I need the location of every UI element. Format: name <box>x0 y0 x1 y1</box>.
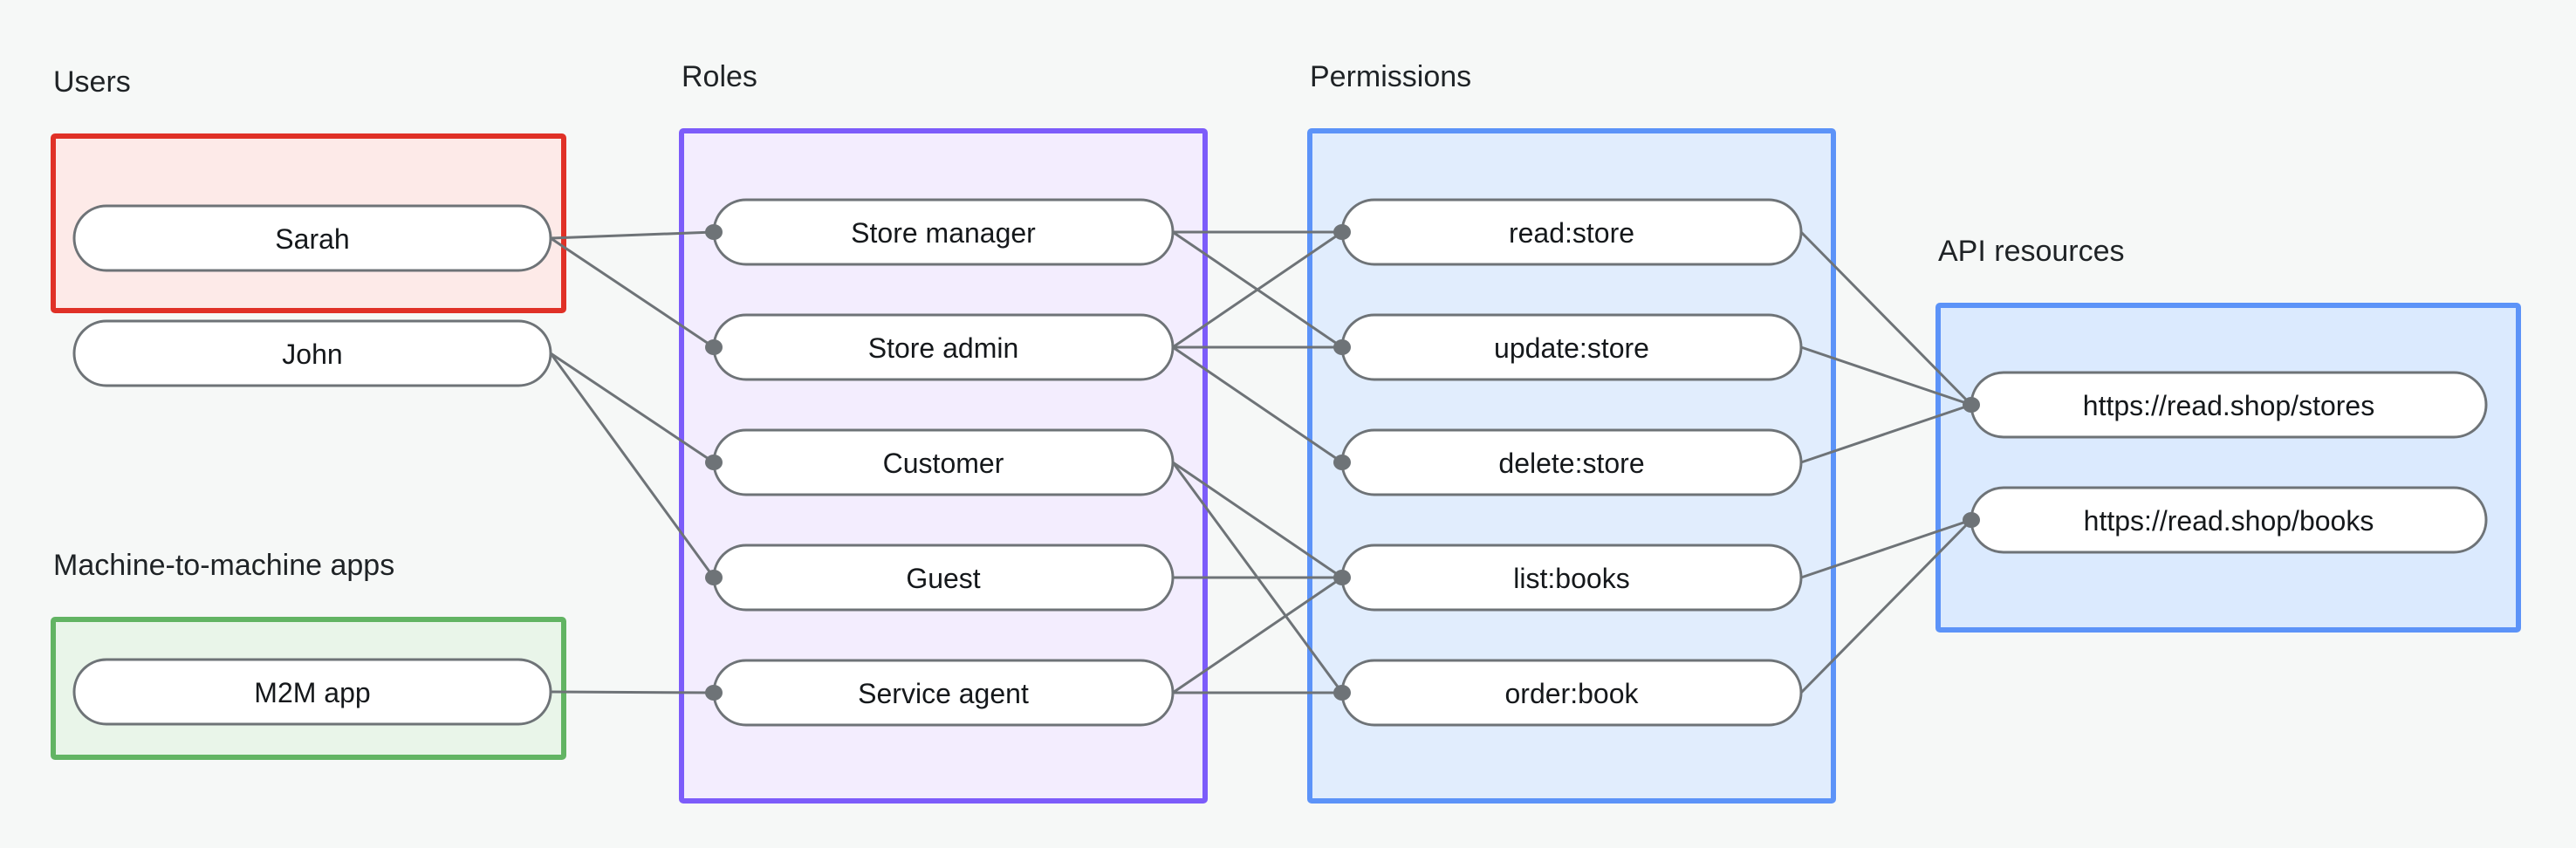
edge-storeadmin-to-readstore <box>1172 230 1343 349</box>
node-label-updatestore: update:store <box>1494 332 1649 364</box>
group-title-api: API resources <box>1938 235 2125 268</box>
node-label-john: John <box>282 339 342 370</box>
group-box-api <box>1935 303 2521 633</box>
node-label-sarah: Sarah <box>275 223 349 255</box>
node-label-apistores: https://read.shop/stores <box>2083 390 2374 421</box>
node-label-orderbook: order:book <box>1505 678 1640 709</box>
node-label-storemgr: Store manager <box>851 217 1036 249</box>
group-title-roles: Roles <box>682 60 757 93</box>
edge-endpoint-guest <box>705 570 723 585</box>
edge-sarah-to-storemgr <box>550 230 715 240</box>
node-label-listbooks: list:books <box>1513 563 1629 594</box>
edge-sarah-to-storeadmin <box>550 236 715 349</box>
edge-deletestore-to-apistores <box>1800 403 1972 464</box>
group-title-users: Users <box>53 65 131 99</box>
node-label-readstore: read:store <box>1509 217 1634 249</box>
node-m2mapp[interactable] <box>72 658 552 726</box>
edge-endpoint-customer <box>705 455 723 470</box>
edge-endpoint-listbooks <box>1333 570 1351 585</box>
node-label-serviceagt: Service agent <box>858 678 1029 709</box>
node-john[interactable] <box>72 319 552 387</box>
node-label-guest: Guest <box>906 563 980 594</box>
group-title-permissions: Permissions <box>1310 60 1471 93</box>
edge-endpoint-apibooks <box>1963 512 1980 528</box>
edge-endpoint-serviceagt <box>705 685 723 701</box>
node-label-customer: Customer <box>883 448 1004 479</box>
edge-updatestore-to-apistores <box>1800 345 1972 407</box>
node-label-deletestore: delete:store <box>1498 448 1644 479</box>
edge-endpoints-layer <box>705 224 1980 701</box>
group-title-m2m: Machine-to-machine apps <box>53 549 394 582</box>
edge-john-to-customer <box>550 352 715 464</box>
edge-orderbook-to-apibooks <box>1799 518 1973 694</box>
edge-endpoint-deletestore <box>1333 455 1351 470</box>
edge-customer-to-listbooks <box>1172 461 1343 579</box>
edge-endpoint-storeadmin <box>705 339 723 355</box>
edge-serviceagt-to-listbooks <box>1172 576 1343 694</box>
edge-endpoint-orderbook <box>1333 685 1351 701</box>
edges-layer <box>549 230 1973 694</box>
edge-endpoint-readstore <box>1333 224 1351 240</box>
edge-endpoint-apistores <box>1963 397 1980 413</box>
edge-storeadmin-to-deletestore <box>1172 345 1343 464</box>
edge-endpoint-updatestore <box>1333 339 1351 355</box>
node-label-m2mapp: M2M app <box>254 677 370 708</box>
node-label-storeadmin: Store admin <box>868 332 1019 364</box>
edge-endpoint-storemgr <box>705 224 723 240</box>
edge-readstore-to-apistores <box>1799 230 1973 407</box>
node-label-apibooks: https://read.shop/books <box>2084 505 2374 537</box>
edge-john-to-guest <box>549 352 716 578</box>
edge-listbooks-to-apibooks <box>1800 518 1972 579</box>
edge-m2mapp-to-serviceagt <box>550 690 715 694</box>
node-sarah[interactable] <box>72 204 552 272</box>
